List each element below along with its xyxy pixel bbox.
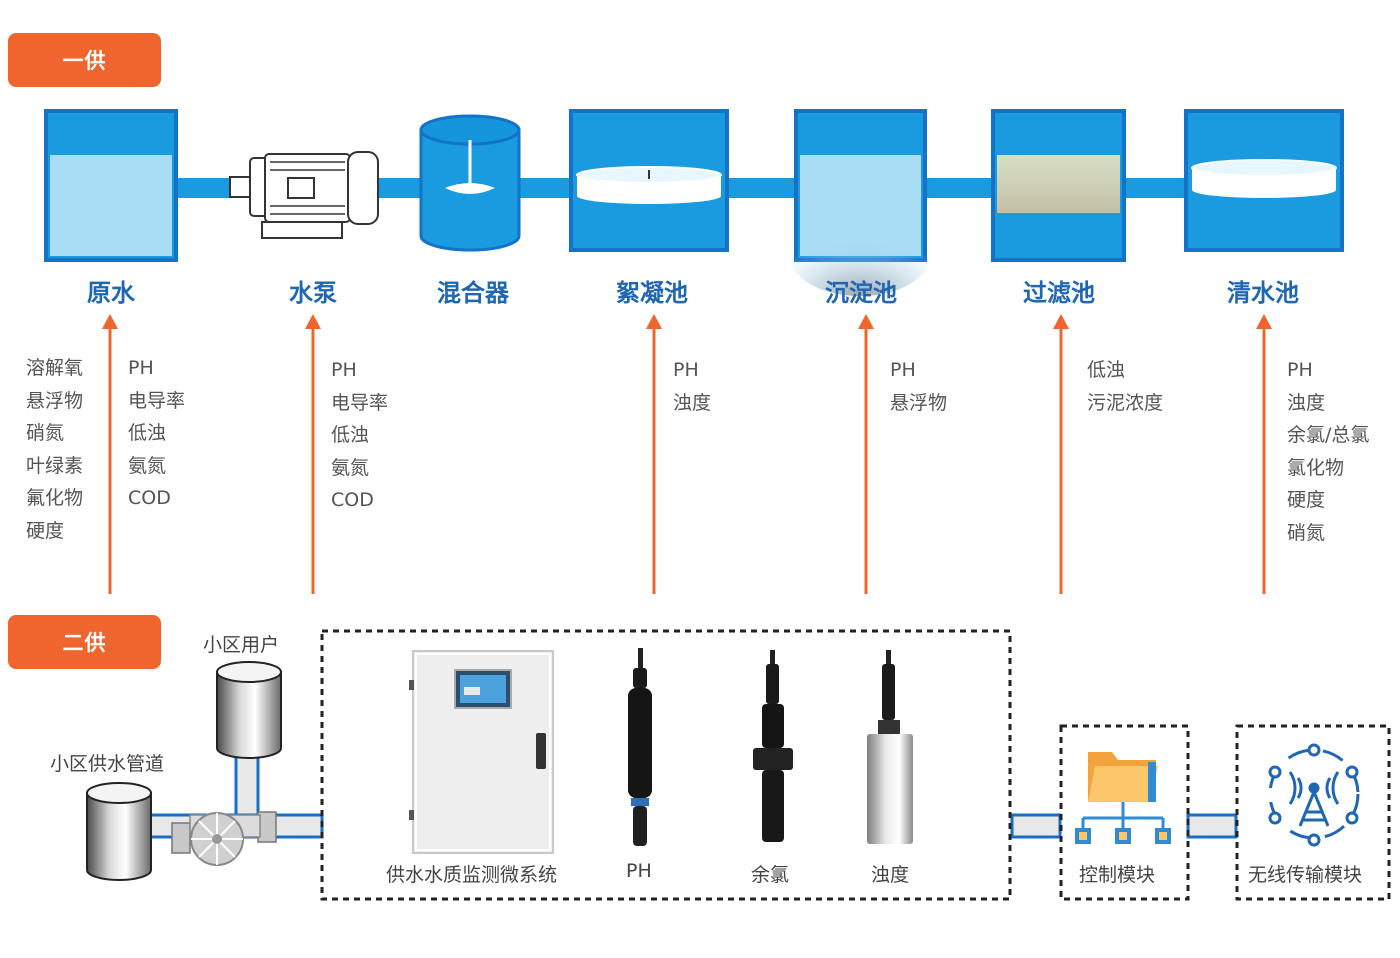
param-item: 低浊 xyxy=(331,424,370,447)
param-item: PH xyxy=(890,359,916,381)
param-item: 硬度 xyxy=(1287,489,1326,512)
flocculation-params: PH 浊度 xyxy=(673,354,711,419)
param-item: 低浊 xyxy=(1087,359,1126,381)
raw-water-params-col1: 溶解氧 悬浮物 硝氮 叶绿素 氟化物 硬度 xyxy=(26,352,83,548)
chlorine-sensor-label: 余氯 xyxy=(751,864,790,886)
filtration-tank xyxy=(991,109,1126,262)
param-item: 氯化物 xyxy=(1287,456,1345,479)
stage-label-mixer: 混合器 xyxy=(437,279,509,307)
flocculation-tank xyxy=(569,109,729,252)
param-item: 余氯/总氯 xyxy=(1287,424,1370,447)
param-item: PH xyxy=(1287,359,1313,381)
stage-label-clear-water: 清水池 xyxy=(1227,279,1299,307)
ph-sensor xyxy=(628,648,652,846)
param-item: 硝氮 xyxy=(1287,521,1326,544)
turbidity-sensor-label: 浊度 xyxy=(871,864,910,886)
param-item: PH xyxy=(128,357,154,379)
community-pipe-label: 小区供水管道 xyxy=(50,753,165,775)
community-pipe-tank xyxy=(86,782,152,881)
system-label: 供水水质监测微系统 xyxy=(386,864,558,886)
control-module-label: 控制模块 xyxy=(1079,864,1156,886)
param-item: 硬度 xyxy=(26,519,65,542)
clear-water-tank xyxy=(1184,109,1344,252)
param-item: 低浊 xyxy=(128,422,167,445)
param-item: 叶绿素 xyxy=(26,454,84,477)
param-item: COD xyxy=(128,487,171,510)
stage-label-flocculation: 絮凝池 xyxy=(616,279,688,307)
sedimentation-params: PH 悬浮物 xyxy=(890,354,947,419)
folder-network-icon xyxy=(1075,752,1171,844)
community-user-tank xyxy=(216,661,282,759)
param-item: 氨氮 xyxy=(128,454,167,477)
stage-label-pump: 水泵 xyxy=(289,279,337,307)
pump-params: PH 电导率 低浊 氨氮 COD xyxy=(331,354,388,517)
mixer-icon xyxy=(419,114,521,252)
secondary-pump-icon xyxy=(171,811,277,866)
wireless-module-label: 无线传输模块 xyxy=(1248,864,1363,886)
stage-label-filtration: 过滤池 xyxy=(1023,279,1095,307)
pump-icon xyxy=(229,151,379,239)
param-item: PH xyxy=(331,359,357,381)
community-user-label: 小区用户 xyxy=(203,634,280,656)
stage-label-sedimentation: 沉淀池 xyxy=(825,279,897,307)
chlorine-sensor xyxy=(753,650,793,842)
param-item: 硝氮 xyxy=(26,422,65,445)
param-item: 悬浮物 xyxy=(890,391,948,414)
raw-water-tank xyxy=(44,109,178,262)
param-item: 污泥浓度 xyxy=(1087,391,1164,414)
param-item: 溶解氧 xyxy=(26,357,84,379)
param-item: COD xyxy=(331,489,374,512)
clear-water-params: PH 浊度 余氯/总氯 氯化物 硬度 硝氮 xyxy=(1287,354,1369,550)
secondary-pipes xyxy=(148,753,1238,839)
param-item: 电导率 xyxy=(128,389,186,412)
param-item: 浊度 xyxy=(673,391,712,414)
first-supply-badge: 一供 xyxy=(8,33,161,87)
param-item: 悬浮物 xyxy=(26,389,84,412)
sedimentation-tank xyxy=(790,109,930,296)
param-item: 电导率 xyxy=(331,391,389,414)
dashed-frames xyxy=(320,629,1391,901)
wireless-tower-icon xyxy=(1268,743,1360,847)
ph-sensor-label: PH xyxy=(626,860,652,882)
param-item: 浊度 xyxy=(1287,391,1326,414)
param-item: PH xyxy=(673,359,699,381)
measurement-arrows xyxy=(102,314,1272,594)
stage-label-raw-water: 原水 xyxy=(87,279,135,307)
filtration-params: 低浊 污泥浓度 xyxy=(1087,354,1163,419)
param-item: 氨氮 xyxy=(331,456,370,479)
param-item: 氟化物 xyxy=(26,487,84,510)
second-supply-badge: 二供 xyxy=(8,615,161,669)
raw-water-params-col2: PH 电导率 低浊 氨氮 COD xyxy=(128,352,185,515)
turbidity-sensor xyxy=(867,650,913,844)
monitoring-cabinet xyxy=(409,650,554,854)
